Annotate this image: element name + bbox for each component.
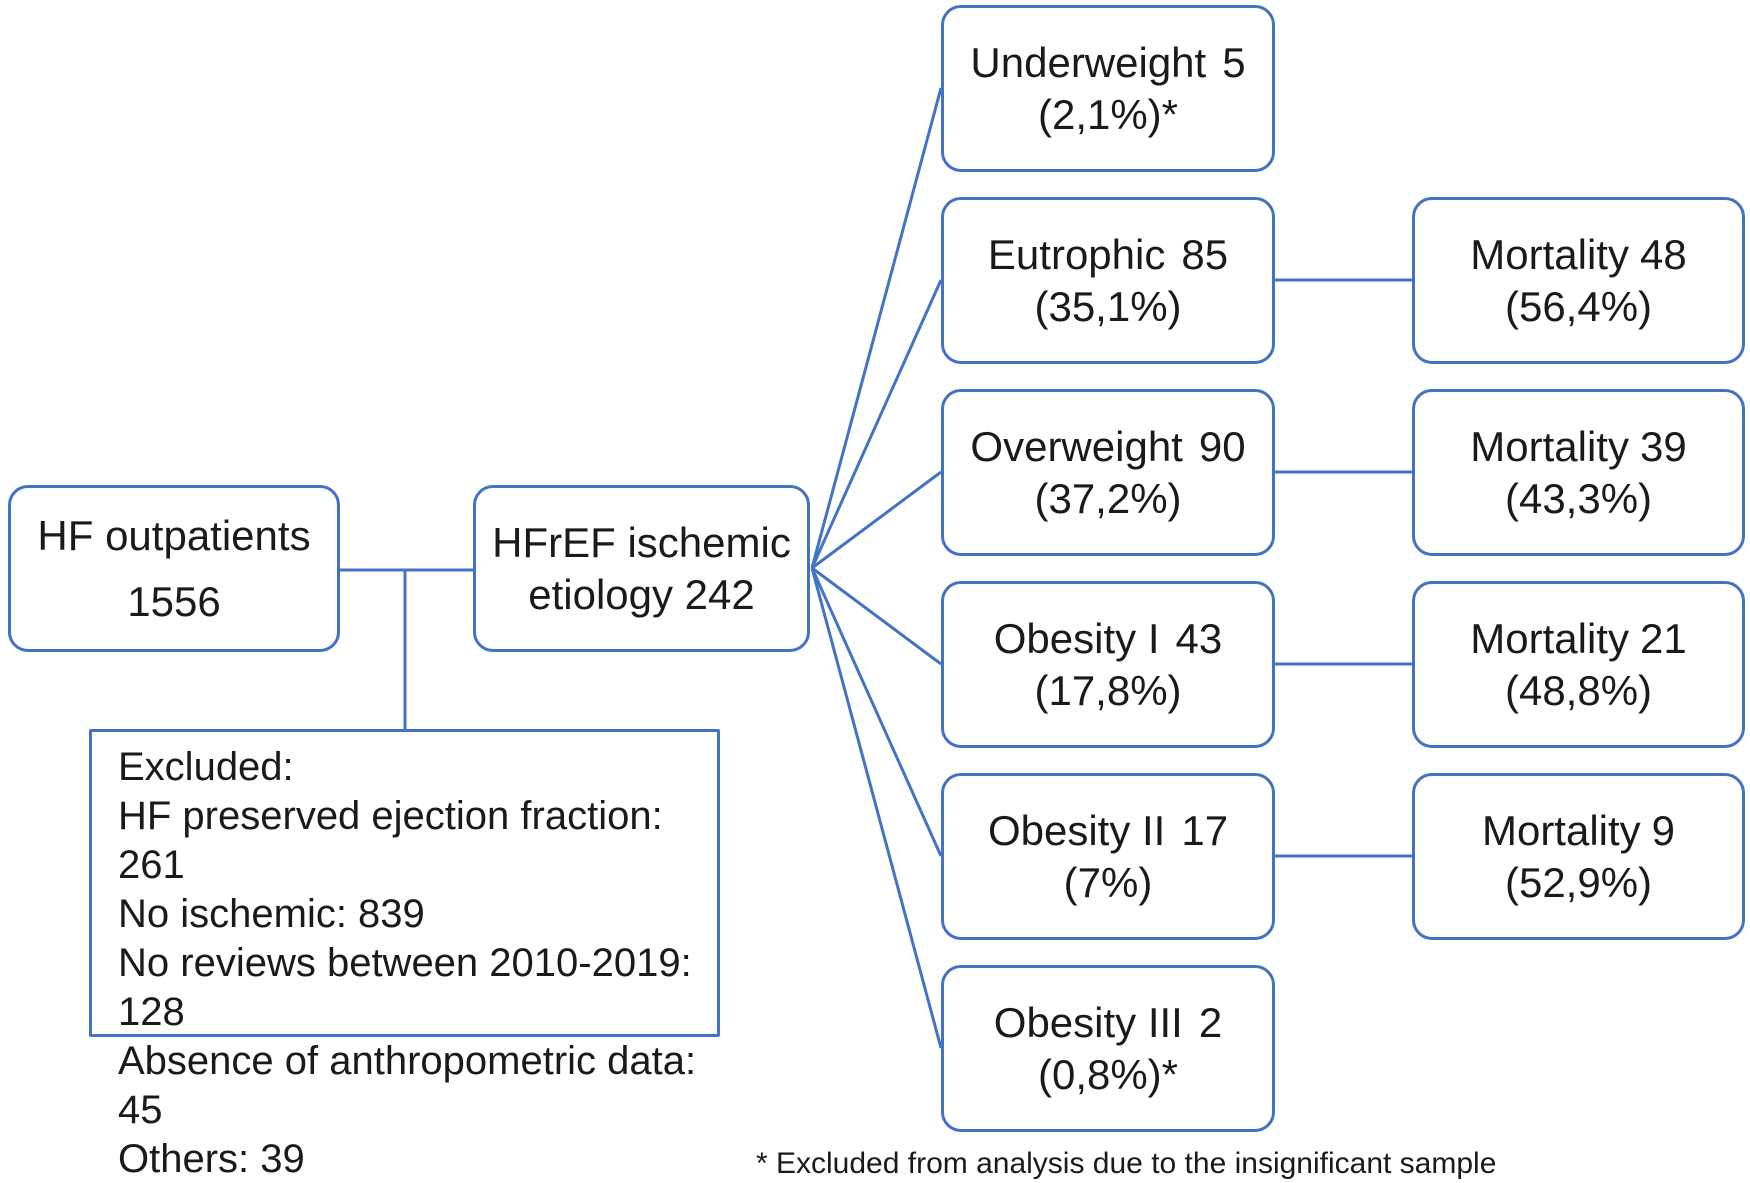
node-mortality-eutrophic: Mortality 48 (56,4%)	[1412, 197, 1745, 364]
category-label: Eutrophic	[987, 230, 1166, 278]
category-pct: (35,1%)	[1034, 282, 1182, 330]
mortality-pct: (56,4%)	[1504, 282, 1653, 330]
mortality-count: 21	[1639, 614, 1687, 662]
category-count: 85	[1181, 230, 1229, 278]
excluded-item: No reviews between 2010-2019: 128	[118, 941, 692, 1034]
footnote: * Excluded from analysis due to the insi…	[756, 1147, 1497, 1180]
node-hfref-line2: etiology 242	[528, 570, 755, 618]
category-count: 5	[1222, 38, 1246, 86]
node-mortality-overweight: Mortality 39 (43,3%)	[1412, 389, 1745, 556]
connector-cohort-underweight	[810, 87, 943, 569]
node-category-obesity-3: Obesity III 2 (0,8%)*	[941, 965, 1275, 1132]
node-category-eutrophic: Eutrophic 85 (35,1%)	[941, 197, 1275, 364]
category-count: 2	[1198, 998, 1223, 1046]
mortality-label: Mortality	[1470, 422, 1629, 470]
connector-cohort-eutrophic	[810, 279, 943, 569]
excluded-item: HF preserved ejection fraction: 261	[118, 794, 663, 887]
node-category-overweight: Overweight 90 (37,2%)	[941, 389, 1275, 556]
node-hfref-cohort: HFrEF ischemic etiology 242	[473, 485, 810, 652]
connector-cohort-obesity2	[810, 567, 943, 857]
node-category-underweight: Underweight 5 (2,1%)*	[941, 5, 1275, 172]
category-pct: (2,1%)*	[1037, 90, 1179, 138]
mortality-label: Mortality	[1481, 806, 1641, 854]
node-mortality-obesity-1: Mortality 21 (48,8%)	[1412, 581, 1745, 748]
mortality-pct: (48,8%)	[1504, 666, 1653, 714]
mortality-count: 9	[1651, 806, 1676, 854]
category-label: Underweight	[970, 38, 1207, 86]
node-hf-outpatients: HF outpatients 1556	[8, 485, 340, 652]
node-category-obesity-1: Obesity I 43 (17,8%)	[941, 581, 1275, 748]
node-hf-outpatients-title: HF outpatients	[37, 510, 310, 562]
excluded-item: No ischemic: 839	[118, 892, 425, 936]
category-pct: (37,2%)	[1034, 474, 1182, 522]
mortality-label: Mortality	[1470, 614, 1629, 662]
excluded-title: Excluded:	[118, 745, 294, 789]
mortality-pct: (52,9%)	[1504, 858, 1653, 906]
mortality-label: Mortality	[1470, 230, 1629, 278]
category-label: Overweight	[970, 422, 1183, 470]
category-count: 43	[1175, 614, 1223, 662]
connector-cohort-obesity1	[811, 566, 942, 666]
category-count: 17	[1181, 806, 1229, 854]
category-pct: (7%)	[1063, 858, 1153, 906]
mortality-count: 39	[1639, 422, 1687, 470]
category-label: Obesity II	[987, 806, 1166, 854]
category-pct: (17,8%)	[1034, 666, 1182, 714]
category-pct: (0,8%)*	[1037, 1050, 1179, 1098]
category-count: 90	[1198, 422, 1246, 470]
mortality-count: 48	[1639, 230, 1687, 278]
mortality-pct: (43,3%)	[1504, 474, 1653, 522]
connector-cohort-obesity3	[810, 567, 943, 1049]
excluded-item: Absence of anthropometric data: 45	[118, 1039, 697, 1132]
excluded-item: Others: 39	[118, 1137, 305, 1181]
node-mortality-obesity-2: Mortality 9 (52,9%)	[1412, 773, 1745, 940]
node-hfref-line1: HFrEF ischemic	[492, 518, 791, 566]
category-label: Obesity I	[993, 614, 1160, 662]
category-label: Obesity III	[993, 998, 1183, 1046]
node-hf-outpatients-count: 1556	[127, 577, 221, 625]
node-excluded: Excluded: HF preserved ejection fraction…	[89, 729, 720, 1181]
connector-cohort-overweight	[811, 470, 942, 570]
node-label: HF outpatients	[37, 511, 311, 559]
node-category-obesity-2: Obesity II 17 (7%)	[941, 773, 1275, 940]
